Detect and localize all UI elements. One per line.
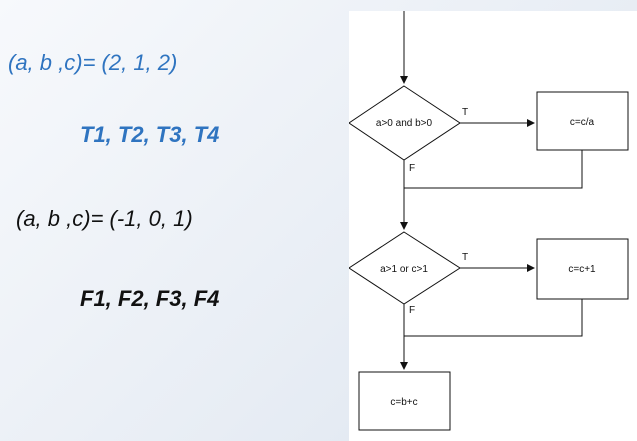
process-2-label: c=c+1 [568,264,596,275]
flowchart-panel: a>0 and b>0 T c=c/a F a>1 or c>1 T c=c+1… [349,11,637,441]
decision-2-label: a>1 or c>1 [380,264,428,275]
flowchart-diagram: a>0 and b>0 T c=c/a F a>1 or c>1 T c=c+1… [349,11,629,431]
case2-input-text: (a, b ,c)= (-1, 0, 1) [16,206,193,231]
true-label-1: T [462,107,468,118]
process-3-label: c=b+c [390,397,417,408]
decision-1-label: a>0 and b>0 [376,118,433,129]
process-1-box [536,91,629,151]
true-label-2: T [462,252,468,263]
process-3-box [358,371,451,431]
false-label-2: F [409,305,415,316]
case1-result-text: T1, T2, T3, T4 [80,122,220,147]
process-1-label: c=c/a [570,117,595,128]
false-label-1: F [409,163,415,174]
process-1-return-line [404,150,583,189]
case2-result-text: F1, F2, F3, F4 [80,286,220,311]
process-2-return-line [404,299,583,337]
process-2-box [536,238,629,300]
case1-input-text: (a, b ,c)= (2, 1, 2) [8,50,178,75]
